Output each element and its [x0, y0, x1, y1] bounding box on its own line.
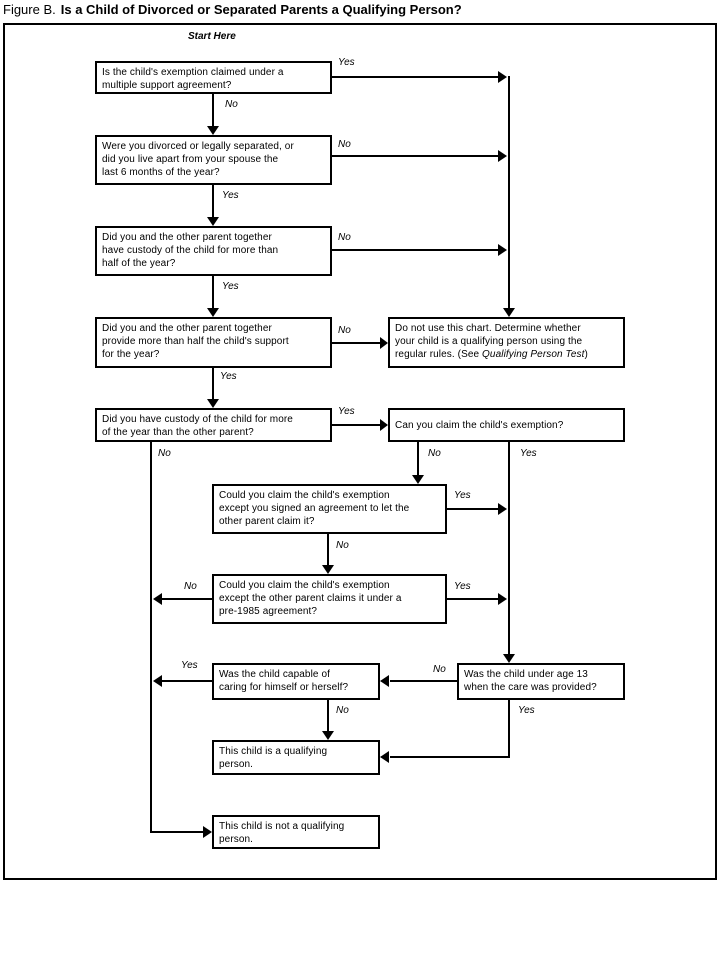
do-not-use-reference: Qualifying Person Test — [482, 349, 585, 360]
branch-label-yes: Yes — [338, 57, 355, 68]
figure-title-main: Is a Child of Divorced or Separated Pare… — [60, 2, 462, 17]
branch-label-no: No — [433, 664, 446, 675]
branch-label-no: No — [158, 448, 171, 459]
branch-label-yes: Yes — [220, 371, 237, 382]
start-here-label: Start Here — [188, 31, 236, 42]
do-not-use-text: Do not use this chart. Determine whether… — [395, 323, 583, 360]
node-support-together: Did you and the other parent together pr… — [95, 317, 332, 368]
node-do-not-use-chart: Do not use this chart. Determine whether… — [388, 317, 625, 368]
branch-label-yes: Yes — [181, 660, 198, 671]
branch-label-yes: Yes — [520, 448, 537, 459]
node-custody-together: Did you and the other parent together ha… — [95, 226, 332, 276]
branch-label-no: No — [338, 232, 351, 243]
node-custody-more: Did you have custody of the child for mo… — [95, 408, 332, 442]
figure-title: Figure B. Is a Child of Divorced or Separ… — [3, 2, 462, 17]
branch-label-yes: Yes — [222, 190, 239, 201]
node-not-qualifying-person: This child is not a qualifying person. — [212, 815, 380, 849]
node-divorced-separated: Were you divorced or legally separated, … — [95, 135, 332, 185]
branch-label-no: No — [338, 325, 351, 336]
branch-label-yes: Yes — [518, 705, 535, 716]
branch-label-no: No — [225, 99, 238, 110]
node-multiple-support: Is the child's exemption claimed under a… — [95, 61, 332, 94]
node-capable-of-caring: Was the child capable of caring for hims… — [212, 663, 380, 700]
branch-label-no: No — [184, 581, 197, 592]
branch-label-no: No — [336, 540, 349, 551]
node-pre-1985-agreement: Could you claim the child's exemption ex… — [212, 574, 447, 624]
do-not-use-suffix: ) — [584, 349, 588, 360]
branch-label-no: No — [428, 448, 441, 459]
branch-label-yes: Yes — [222, 281, 239, 292]
branch-label-yes: Yes — [338, 406, 355, 417]
branch-label-no: No — [338, 139, 351, 150]
branch-label-yes: Yes — [454, 490, 471, 501]
branch-label-no: No — [336, 705, 349, 716]
branch-label-yes: Yes — [454, 581, 471, 592]
node-qualifying-person: This child is a qualifying person. — [212, 740, 380, 775]
figure-title-prefix: Figure B. — [3, 2, 56, 17]
node-under-age-13: Was the child under age 13 when the care… — [457, 663, 625, 700]
node-signed-agreement: Could you claim the child's exemption ex… — [212, 484, 447, 534]
node-claim-exemption: Can you claim the child's exemption? — [388, 408, 625, 442]
